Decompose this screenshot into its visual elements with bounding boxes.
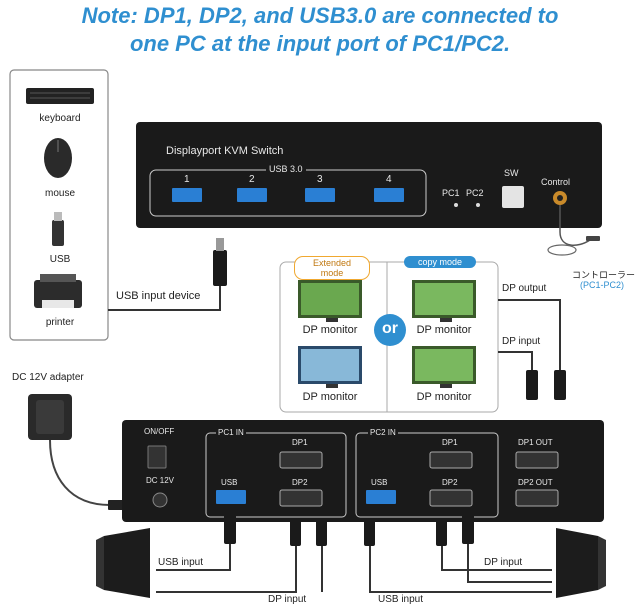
on-off-label: ON/OFF — [144, 427, 175, 436]
dp1-out-label: DP1 OUT — [518, 438, 553, 447]
usb-plug-front — [213, 250, 227, 286]
note-line-1: Note: DP1, DP2, and USB3.0 are connected… — [81, 3, 559, 28]
front-usb-port-2 — [237, 188, 267, 202]
peripheral-box — [9, 69, 109, 341]
port-label-3: 3 — [317, 174, 323, 185]
adapter-label: DC 12V adapter — [12, 372, 84, 383]
keyboard-icon — [26, 88, 94, 104]
front-usb-port-3 — [305, 188, 335, 202]
front-usb-port-1 — [172, 188, 202, 202]
dp-port-pc1-dp2 — [279, 489, 323, 507]
dp-port-dp2-out — [515, 489, 559, 507]
printer-icon — [34, 274, 82, 308]
dp2-out-label: DP2 OUT — [518, 478, 553, 487]
pc2-in-label: PC2 IN — [368, 428, 398, 437]
controller-label-jp: コントローラー — [572, 270, 636, 280]
mouse-label: mouse — [44, 188, 75, 199]
pc-tower-icon — [556, 528, 606, 598]
dp-plug — [554, 370, 566, 400]
pc2-dp2-label: DP2 — [442, 478, 458, 487]
usb-input-device-label: USB input device — [116, 290, 201, 302]
extended-mode-tag: Extended mode — [294, 256, 370, 280]
front-usb-port-4 — [374, 188, 404, 202]
dp-port-dp1-out — [515, 451, 559, 469]
controller-label-en: (PC1-PC2) — [580, 280, 625, 290]
port-label-2: 2 — [249, 174, 255, 185]
dp-port-pc2-dp2 — [429, 489, 473, 507]
bottom-usb-input-right: USB input — [378, 594, 424, 605]
pc2-usb-label: USB — [371, 478, 388, 487]
bottom-usb-input-left: USB input — [158, 557, 204, 568]
bottom-dp-input-right: DP input — [484, 557, 523, 568]
front-panel-title: Displayport KVM Switch — [166, 145, 284, 157]
power-adapter-icon — [28, 394, 72, 440]
port-label-1: 1 — [184, 174, 190, 185]
usb-group-label: USB 3.0 — [266, 164, 306, 174]
monitor-icon — [412, 346, 476, 388]
copy-mode-tag: copy mode — [404, 256, 476, 268]
note-line-2: one PC at the input port of PC1/PC2. — [129, 31, 511, 56]
usb-plug-tip — [216, 238, 224, 251]
dp-port-pc2-dp1 — [429, 451, 473, 469]
pc-tower-icon — [96, 528, 150, 598]
pc2-label: PC2 — [466, 188, 484, 198]
pc1-in-label: PC1 IN — [216, 428, 246, 437]
sw-button-shape — [502, 186, 524, 208]
dp-monitor-label: DP monitor — [302, 391, 358, 403]
mouse-icon — [44, 138, 72, 178]
rear-usb-port-pc2 — [366, 490, 396, 504]
usb-stick-icon — [52, 212, 64, 246]
dp-port-pc1-dp1 — [279, 451, 323, 469]
bottom-dp-input-left: DP input — [268, 594, 307, 605]
monitor-icon — [298, 346, 362, 388]
keyboard-label: keyboard — [39, 113, 81, 124]
dp-monitor-label: DP monitor — [416, 324, 472, 336]
control-label: Control — [541, 177, 571, 187]
monitor-icon — [298, 280, 362, 322]
or-label: or — [382, 320, 398, 337]
or-circle — [374, 314, 406, 346]
front-panel-chassis — [136, 122, 602, 228]
printer-label: printer — [45, 317, 75, 328]
dp-plug — [526, 370, 538, 400]
usb-label: USB — [49, 254, 71, 265]
dp-output-label: DP output — [502, 283, 547, 294]
rear-usb-port-pc1 — [216, 490, 246, 504]
dc12v-label: DC 12V — [146, 476, 175, 485]
pc1-label: PC1 — [442, 188, 460, 198]
usb-device-cable — [108, 285, 221, 311]
pc1-dp1-label: DP1 — [292, 438, 308, 447]
dp-input-label: DP input — [502, 336, 541, 347]
rear-panel-chassis — [122, 420, 604, 522]
sw-label: SW — [504, 168, 519, 178]
pc1-dp2-label: DP2 — [292, 478, 308, 487]
dp-monitor-label: DP monitor — [302, 324, 358, 336]
monitor-icon — [412, 280, 476, 322]
port-label-4: 4 — [386, 174, 392, 185]
dp-monitor-label: DP monitor — [416, 391, 472, 403]
pc2-dp1-label: DP1 — [442, 438, 458, 447]
pc1-usb-label: USB — [221, 478, 238, 487]
